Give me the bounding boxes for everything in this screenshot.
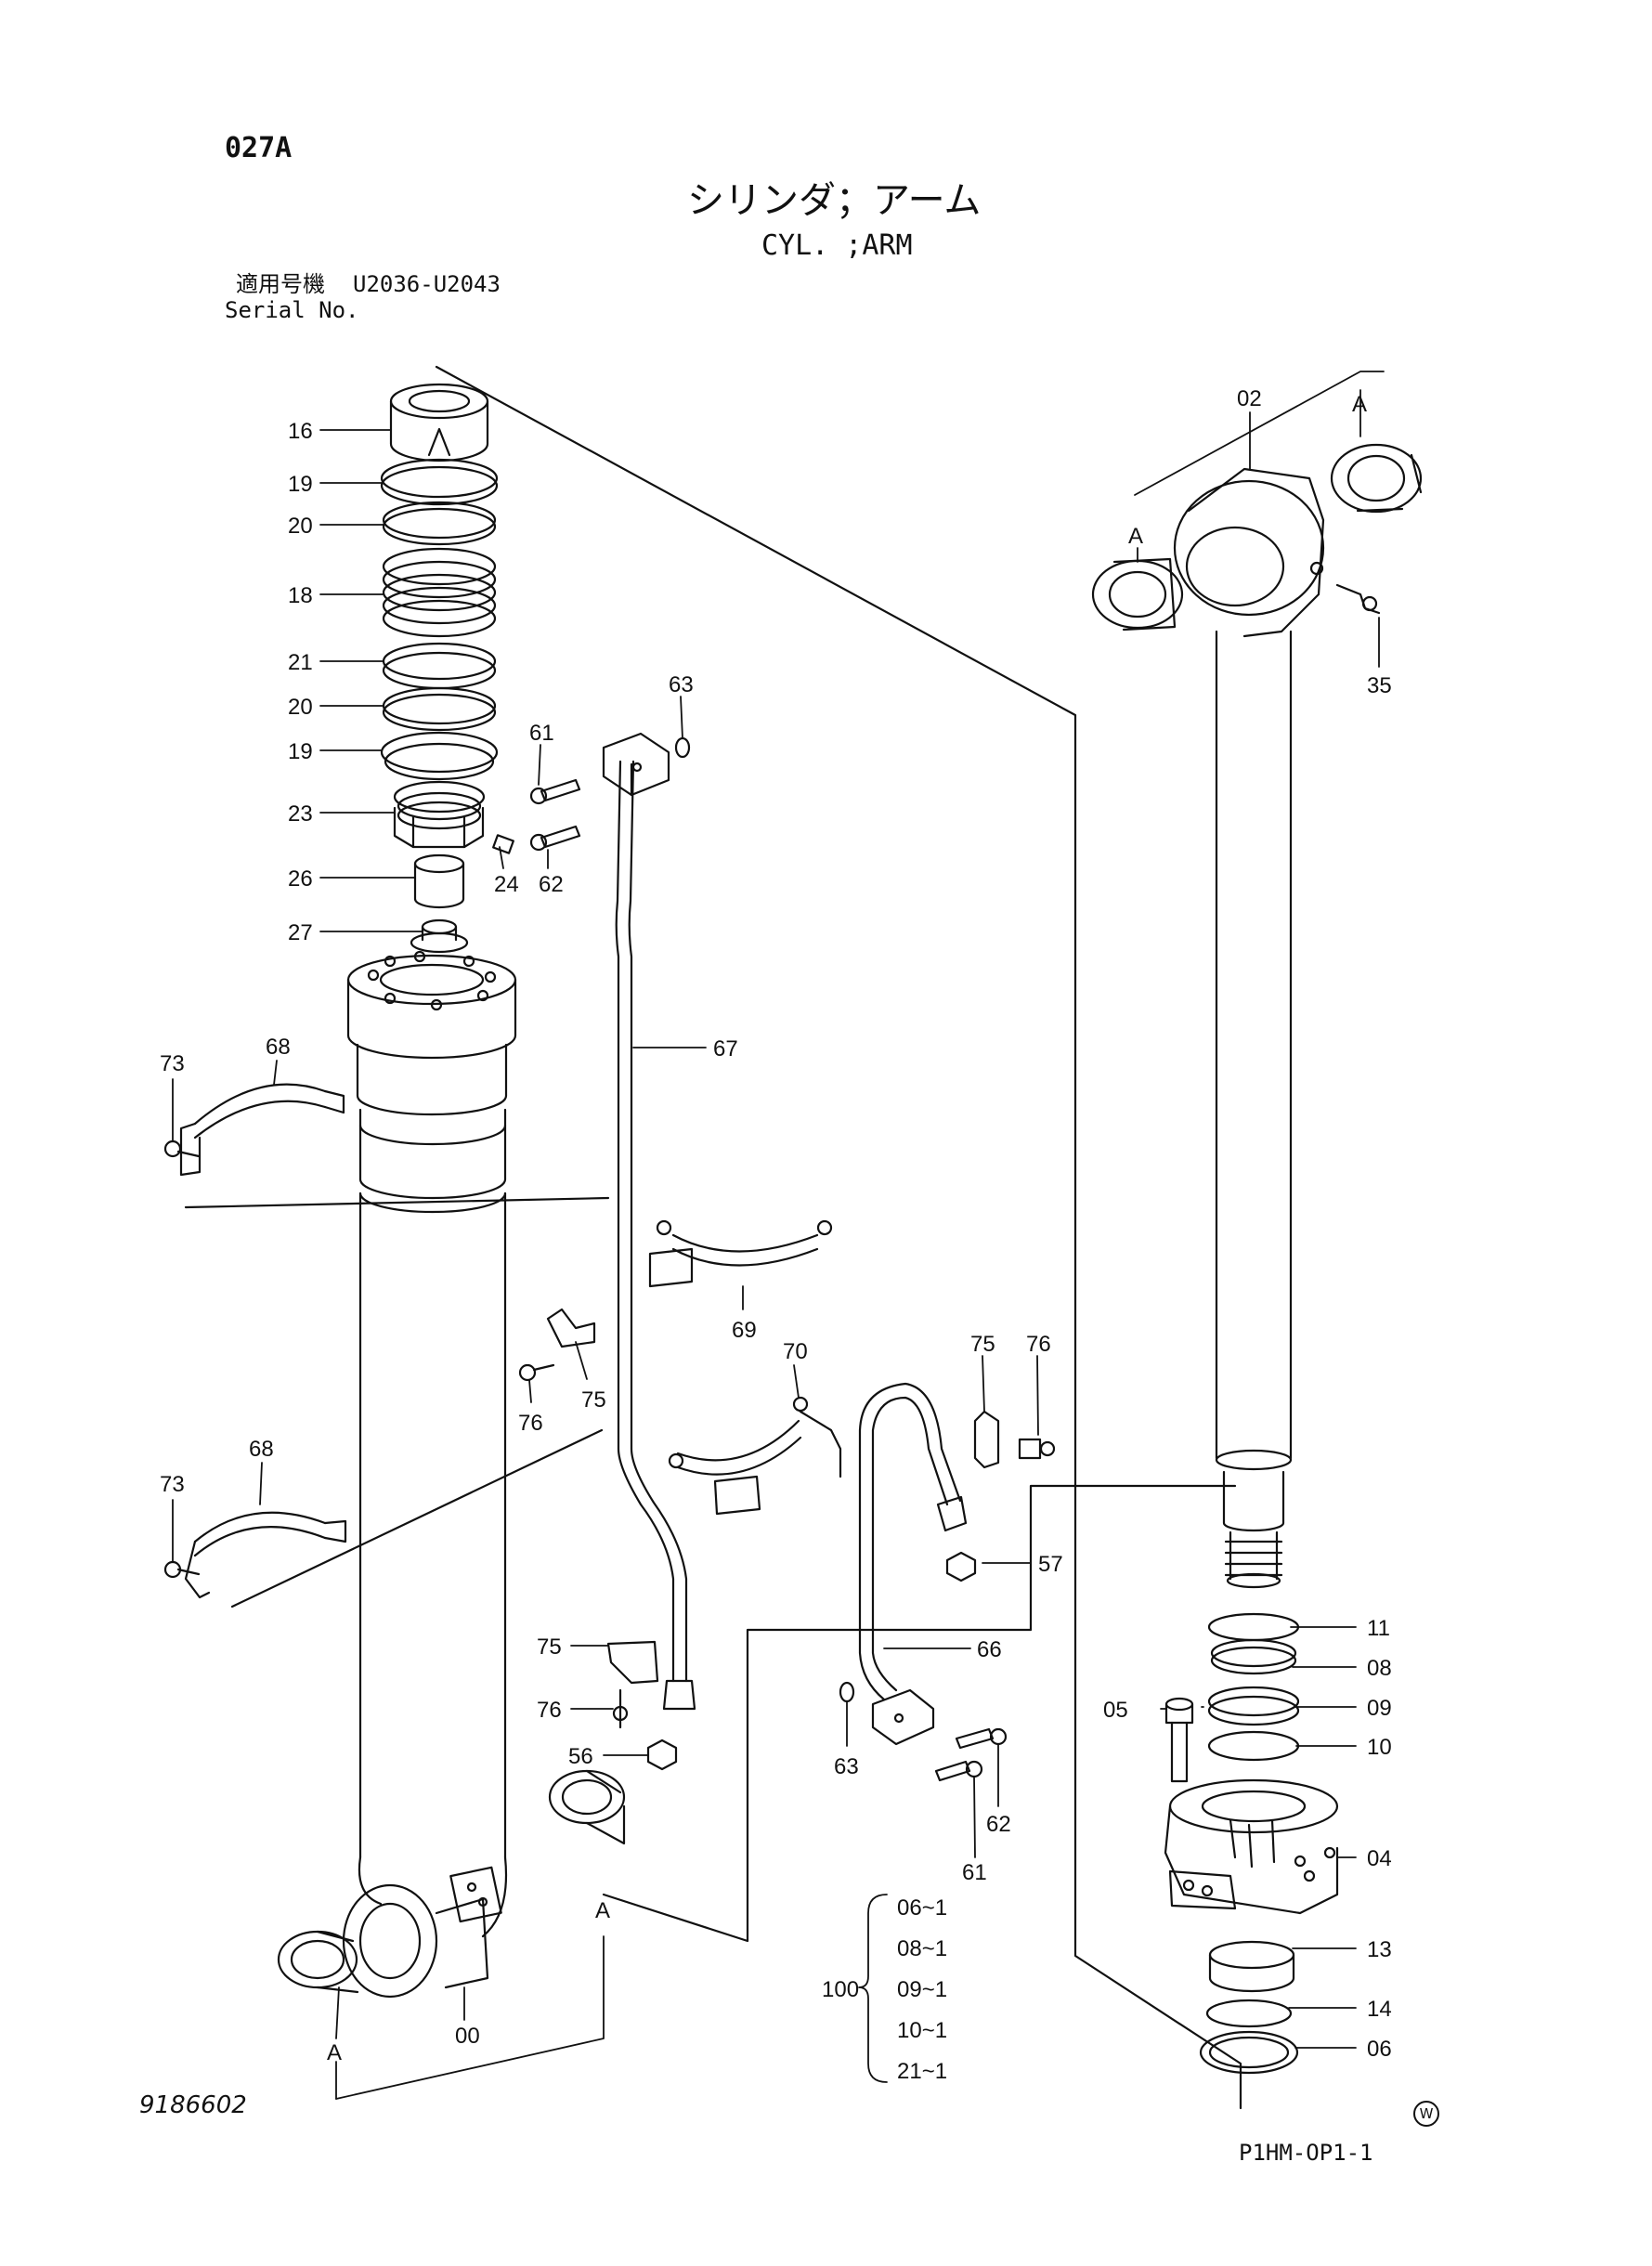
callout-75: 75 [537, 1634, 562, 1660]
callout-10: 10 [1367, 1735, 1392, 1760]
callout-62: 62 [986, 1812, 1011, 1837]
circled-w-mark: W [1413, 2101, 1439, 2127]
callout-13: 13 [1367, 1937, 1392, 1962]
callout-a: A [327, 2040, 342, 2065]
callout-16: 16 [288, 419, 313, 444]
callout-57: 57 [1038, 1552, 1063, 1577]
serial-label-japanese: 適用号機 [236, 271, 325, 297]
pipe-66 [839, 1382, 1008, 1782]
assembly-frame-lines [184, 365, 1242, 2110]
callout-18: 18 [288, 583, 313, 608]
callout-62: 62 [539, 872, 564, 897]
callout-76: 76 [1026, 1332, 1051, 1357]
callout-61: 61 [962, 1860, 987, 1885]
callout-26: 26 [288, 866, 313, 892]
callout-68: 68 [249, 1437, 274, 1462]
callout-75: 75 [581, 1387, 606, 1413]
callout-06: 06 [1367, 2037, 1392, 2062]
callout-21: 21 [288, 650, 313, 675]
callout-19: 19 [288, 739, 313, 764]
callout-04: 04 [1367, 1846, 1392, 1871]
callout-69: 69 [732, 1318, 757, 1343]
callout-68: 68 [266, 1035, 291, 1060]
kit-item: 10~1 [897, 2018, 947, 2043]
title-english: CYL. ;ARM [761, 229, 913, 262]
callout-11: 11 [1367, 1616, 1390, 1641]
callout-75: 75 [970, 1332, 995, 1357]
callout-35: 35 [1367, 673, 1392, 698]
callout-73: 73 [160, 1051, 185, 1076]
callout-00: 00 [455, 2024, 480, 2049]
cylinder-tube [277, 950, 626, 1999]
callout-27: 27 [288, 920, 313, 945]
callout-63: 63 [834, 1754, 859, 1779]
callout-66: 66 [977, 1637, 1002, 1662]
drawing-number: 9186602 [139, 2091, 247, 2119]
rod-seal-stack [380, 383, 514, 954]
kit-item: 09~1 [897, 1977, 947, 2002]
callout-24: 24 [494, 872, 519, 897]
callout-a: A [1128, 524, 1143, 549]
callout-70: 70 [783, 1339, 808, 1364]
callout-a: A [1352, 392, 1367, 417]
serial-label-english: Serial No. [225, 297, 359, 323]
callout-05: 05 [1103, 1698, 1128, 1723]
callout-76: 76 [537, 1698, 562, 1723]
callout-08: 08 [1367, 1656, 1392, 1681]
callout-02: 02 [1237, 386, 1262, 411]
callout-73: 73 [160, 1472, 185, 1497]
kit-item: 08~1 [897, 1936, 947, 1961]
callout-labels: 16 19 20 18 21 20 19 23 24 26 27 61 62 6… [160, 386, 1392, 2084]
callout-20: 20 [288, 695, 313, 720]
callout-14: 14 [1367, 1997, 1392, 2022]
callout-76: 76 [518, 1411, 543, 1436]
kit-item: 06~1 [897, 1895, 947, 1921]
callout-19: 19 [288, 472, 313, 497]
callout-09: 09 [1367, 1696, 1392, 1721]
title-japanese: シリンダ；アーム [687, 179, 982, 222]
callout-56: 56 [568, 1744, 593, 1769]
kit-item: 21~1 [897, 2059, 947, 2084]
pipe-67 [529, 732, 696, 1771]
kit-number: 100 [822, 1977, 859, 2002]
serial-range: U2036-U2043 [353, 271, 501, 297]
callout-67: 67 [713, 1036, 738, 1061]
callout-63: 63 [669, 672, 694, 697]
sheet-code: P1HM-OP1-1 [1239, 2140, 1373, 2166]
hose-clamps [163, 1083, 1056, 1729]
callout-23: 23 [288, 801, 313, 827]
callout-a: A [595, 1898, 610, 1923]
callout-leader-lines [172, 371, 1385, 2100]
callout-20: 20 [288, 514, 313, 539]
callout-61: 61 [529, 721, 554, 746]
page-code: 027A [225, 132, 293, 164]
